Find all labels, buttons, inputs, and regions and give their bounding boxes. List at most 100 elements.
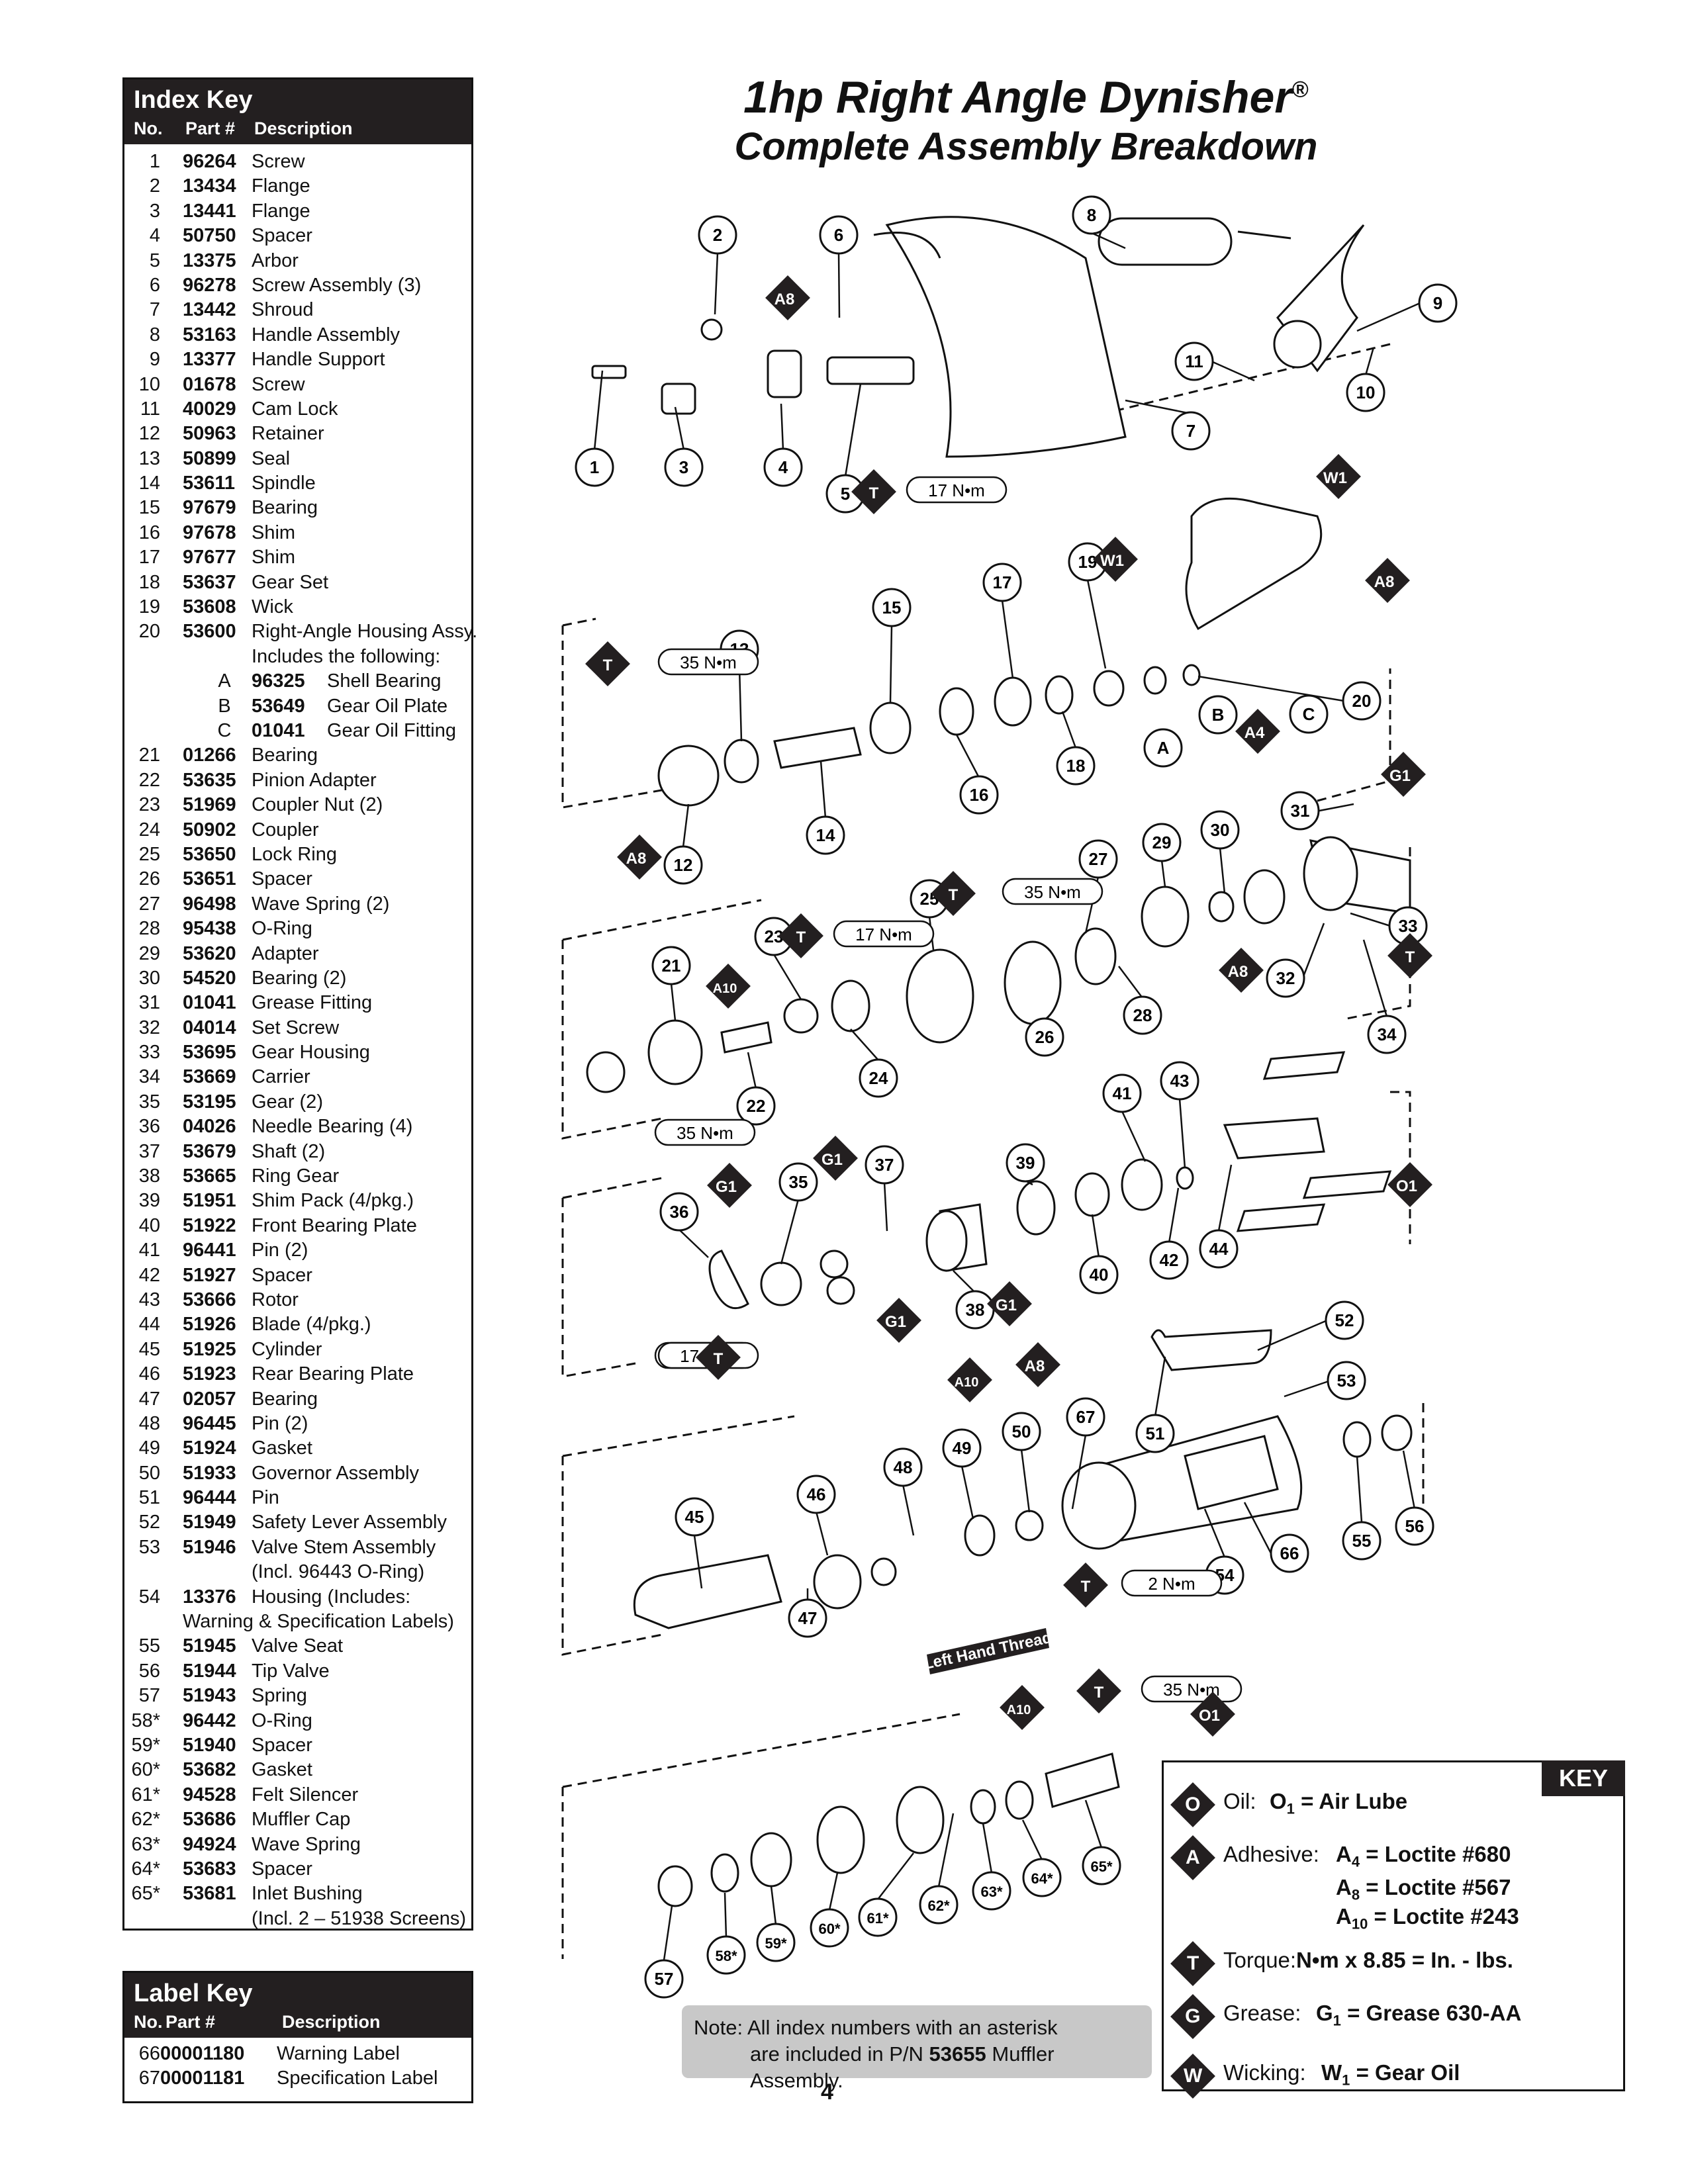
key-value: A10 = Loctite #243 [1336, 1904, 1519, 1933]
label-description: Warning Label [277, 2043, 400, 2064]
callout-33: 33 [1388, 906, 1428, 946]
part-description: Ring Gear [252, 1165, 340, 1187]
leader-line [1154, 1356, 1166, 1417]
part-number: 13376 [183, 1586, 236, 1608]
note-line-2: are included in P/N 53655 Muffler Assemb… [694, 2041, 1140, 2094]
marker-label: W1 [1100, 552, 1124, 570]
part-number: 53195 [183, 1091, 236, 1113]
key-subscript: 1 [1342, 2071, 1350, 2089]
part-number: 53695 [183, 1042, 236, 1064]
callout-58-star: 58* [706, 1935, 746, 1975]
callout-number: 53 [1337, 1371, 1356, 1390]
key-letter-diamond: A [1170, 1835, 1215, 1880]
callout-number: 10 [1356, 383, 1376, 402]
callout-38: 38 [955, 1290, 995, 1330]
part-description: Includes the following: [252, 645, 441, 667]
callout-51: 51 [1135, 1414, 1175, 1453]
marker-label: T [949, 886, 959, 904]
index-number: 16 [138, 522, 160, 543]
part-number: 13441 [183, 200, 236, 222]
leader-line [1217, 1164, 1233, 1232]
index-number: 10 [138, 373, 160, 395]
key-value: A8 = Loctite #567 [1336, 1875, 1511, 1904]
callout-A: A [1143, 728, 1183, 768]
callout-number: 17 [993, 572, 1012, 592]
index-number: 47 [138, 1388, 160, 1410]
part-number: 95438 [183, 918, 236, 940]
callout-60-star: 60* [810, 1908, 849, 1948]
callout-number: 22 [747, 1096, 766, 1116]
callout-number: 33 [1399, 916, 1418, 936]
leader-line [1086, 579, 1107, 669]
part-number: 53679 [183, 1140, 236, 1162]
leader-line [1301, 923, 1325, 979]
marker-label: T [869, 484, 879, 502]
marker-label: A10 [1007, 1703, 1031, 1717]
callout-number: 5 [841, 484, 850, 504]
page-number: 4 [821, 2079, 833, 2105]
index-number: 46 [138, 1363, 160, 1385]
leader-line [1091, 232, 1126, 250]
part-description: Housing (Includes: [252, 1586, 411, 1608]
marker-label: A8 [774, 291, 795, 308]
index-number: 15 [138, 497, 160, 519]
part-description: O-Ring [252, 918, 312, 940]
part-description: Adapter [252, 942, 319, 964]
marker-label: G1 [996, 1297, 1017, 1314]
part-description: Carrier [252, 1066, 310, 1088]
callout-number: 50 [1012, 1422, 1031, 1441]
leader-line [1197, 675, 1344, 702]
registered-mark: ® [1291, 77, 1309, 103]
part-number: 96445 [183, 1412, 236, 1434]
callout-number: 63* [980, 1884, 1002, 1900]
part-number: 53637 [183, 571, 236, 593]
part-number: 53665 [183, 1165, 236, 1187]
part-description: Gear Set [252, 571, 329, 593]
index-number: 11 [140, 398, 160, 420]
marker-a10: A10 [947, 1357, 992, 1402]
key-symbol: A [1336, 1904, 1352, 1929]
callout-number: 59* [765, 1935, 786, 1952]
index-number: 23 [138, 794, 160, 816]
index-number: 9 [149, 349, 160, 371]
leader-line [593, 370, 604, 451]
page-subtitle: Complete Assembly Breakdown [734, 125, 1318, 168]
part-description: Coupler Nut (2) [252, 794, 383, 816]
callout-number: 9 [1433, 293, 1442, 313]
part-number: 50899 [183, 447, 236, 469]
marker-o1: O1 [1387, 1162, 1432, 1207]
callout-57: 57 [644, 1959, 684, 1999]
key-label: Grease: [1223, 2001, 1301, 2025]
leader-line [1284, 1379, 1331, 1398]
index-number: 48 [138, 1412, 160, 1434]
leader-line [724, 1892, 727, 1938]
index-number: 4 [149, 225, 160, 247]
col-no: No. [134, 2012, 163, 2032]
callout-number: 19 [1078, 552, 1098, 572]
marker-t: T [851, 469, 896, 514]
index-number: 17 [138, 547, 160, 569]
torque-value-tag: 35 N•m [654, 1118, 756, 1146]
callout-number: 15 [882, 598, 902, 617]
marker-w1: W1 [1316, 454, 1361, 499]
marker-t: T [1387, 933, 1432, 978]
index-number: 50 [138, 1462, 160, 1484]
part-number: 54520 [183, 967, 236, 989]
marker-g1: G1 [876, 1298, 921, 1343]
part-number: 96325 [252, 670, 305, 692]
leader-line [738, 666, 743, 742]
leader-line [1257, 1319, 1328, 1351]
marker-label: G1 [1389, 767, 1411, 785]
part-description: Screw [252, 151, 305, 172]
index-number: 49 [138, 1437, 160, 1459]
leader-line [1402, 1450, 1416, 1510]
callout-number: 41 [1113, 1083, 1132, 1103]
part-description: Bearing [252, 745, 318, 766]
leader-line [1211, 360, 1255, 382]
